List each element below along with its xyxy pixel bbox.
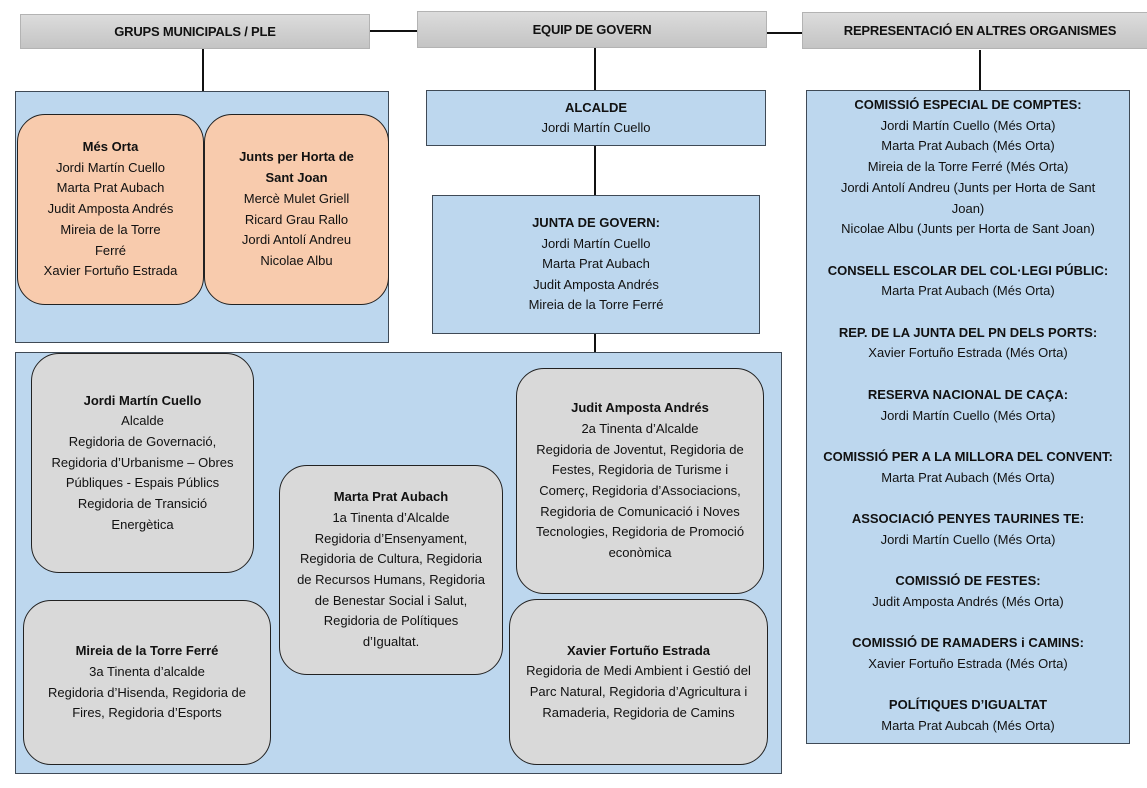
organism-title: COMISSIÓ PER A LA MILLORA DEL CONVENT:: [823, 448, 1113, 464]
group-card-mes-orta: Més Orta Jordi Martín Cuello Marta Prat …: [17, 114, 204, 305]
organism-title: CONSELL ESCOLAR DEL COL·LEGI PÚBLIC:: [827, 262, 1109, 278]
junta-member: Mireia de la Torre Ferré: [528, 297, 664, 313]
regidor-areas: Regidoria de Joventut, Regidoria de Fest…: [535, 441, 745, 561]
regidor-card-mireia: Mireia de la Torre Ferré 3a Tinenta d’al…: [23, 600, 271, 765]
regidor-areas: Regidoria de Transició Energètica: [77, 496, 208, 532]
regidor-name: Marta Prat Aubach: [333, 489, 449, 505]
group-member: Jordi Martín Cuello: [55, 159, 166, 175]
regidor-role: 1a Tinenta d’Alcalde: [332, 509, 450, 525]
group-member: Xavier Fortuño Estrada: [43, 263, 178, 279]
header-representacio: REPRESENTACIÓ EN ALTRES ORGANISMES: [802, 12, 1147, 49]
organism-title: ASSOCIACIÓ PENYES TAURINES TE:: [851, 510, 1085, 526]
group-member: Jordi Antolí Andreu: [241, 232, 352, 248]
connector-alcalde-junta: [594, 146, 596, 195]
group-member: Mireia de la Torre Ferré: [60, 221, 161, 258]
organism-member: Jordi Antolí Andreu (Junts per Horta de …: [840, 179, 1096, 216]
regidor-card-marta: Marta Prat Aubach 1a Tinenta d’Alcalde R…: [279, 465, 503, 675]
alcalde-title: ALCALDE: [564, 99, 628, 115]
regidor-name: Xavier Fortuño Estrada: [566, 642, 711, 658]
organism-group: COMISSIÓ PER A LA MILLORA DEL CONVENT: M…: [807, 447, 1129, 488]
organism-member: Jordi Martín Cuello (Més Orta): [880, 117, 1056, 133]
connector-grups-down: [202, 49, 204, 91]
regidor-areas: Regidoria d’Ensenyament, Regidoria de Cu…: [297, 530, 485, 650]
regidor-role: 3a Tinenta d’alcalde: [89, 663, 205, 679]
grups-municipals-panel: Més Orta Jordi Martín Cuello Marta Prat …: [15, 91, 389, 343]
header-grups-municipals: GRUPS MUNICIPALS / PLE: [20, 14, 370, 49]
organism-member: Xavier Fortuño Estrada (Més Orta): [868, 655, 1068, 671]
regidor-card-jordi: Jordi Martín Cuello Alcalde Regidoria de…: [31, 353, 254, 573]
header-equip-govern: EQUIP DE GOVERN: [417, 11, 767, 48]
organism-title: COMISSIÓ DE RAMADERS i CAMINS:: [852, 635, 1084, 651]
group-card-junts: Junts per Horta de Sant Joan Mercè Mulet…: [204, 114, 389, 305]
regidor-name: Jordi Martín Cuello: [83, 392, 202, 408]
organism-group: REP. DE LA JUNTA DEL PN DELS PORTS: Xavi…: [807, 323, 1129, 364]
organism-group: CONSELL ESCOLAR DEL COL·LEGI PÚBLIC: Mar…: [807, 261, 1129, 302]
organism-member: Xavier Fortuño Estrada (Més Orta): [868, 345, 1068, 361]
group-name: Junts per Horta de Sant Joan: [239, 149, 354, 186]
organism-member: Marta Prat Aubcah (Més Orta): [881, 717, 1055, 733]
organism-group: COMISSIÓ DE FESTES: Judit Amposta Andrés…: [807, 571, 1129, 612]
connector-equip-down: [594, 48, 596, 90]
group-name: Més Orta: [82, 139, 139, 155]
organism-group: RESERVA NACIONAL DE CAÇA: Jordi Martín C…: [807, 385, 1129, 426]
connector-header-left: [370, 30, 418, 32]
organism-group: COMISSIÓ ESPECIAL DE COMPTES: Jordi Mart…: [807, 95, 1129, 240]
organism-title: COMISSIÓ ESPECIAL DE COMPTES:: [854, 97, 1082, 112]
junta-member: Jordi Martín Cuello: [541, 235, 651, 251]
regidor-name: Judit Amposta Andrés: [571, 400, 709, 416]
regidor-areas: Regidoria de Medi Ambient i Gestió del P…: [526, 663, 751, 720]
group-member: Marta Prat Aubach: [56, 180, 165, 196]
regidor-name: Mireia de la Torre Ferré: [75, 643, 219, 659]
organism-title: POLÍTIQUES D’IGUALTAT: [888, 697, 1048, 713]
organism-group: ASSOCIACIÓ PENYES TAURINES TE: Jordi Mar…: [807, 509, 1129, 550]
regidor-areas: Regidoria de Governació, Regidoria d’Urb…: [51, 433, 234, 491]
organism-title: REP. DE LA JUNTA DEL PN DELS PORTS:: [838, 324, 1098, 340]
organism-member: Jordi Martín Cuello (Més Orta): [880, 407, 1056, 423]
connector-representacio-down: [979, 50, 981, 90]
organism-member: Marta Prat Aubach (Més Orta): [881, 283, 1055, 299]
alcalde-box: ALCALDE Jordi Martín Cuello: [426, 90, 766, 146]
organism-member: Judit Amposta Andrés (Més Orta): [872, 593, 1064, 609]
group-member: Judit Amposta Andrés: [47, 201, 174, 217]
regidor-role: 2a Tinenta d’Alcalde: [581, 420, 699, 436]
organism-member: Nicolae Albu (Junts per Horta de Sant Jo…: [841, 221, 1095, 237]
connector-junta-regidors: [594, 334, 596, 353]
group-member: Ricard Grau Rallo: [244, 211, 349, 227]
organism-member: Mireia de la Torre Ferré (Més Orta): [867, 159, 1069, 175]
representacio-panel: COMISSIÓ ESPECIAL DE COMPTES: Jordi Mart…: [806, 90, 1130, 744]
junta-member: Marta Prat Aubach: [542, 256, 650, 272]
organism-group: COMISSIÓ DE RAMADERS i CAMINS: Xavier Fo…: [807, 633, 1129, 674]
junta-govern-box: JUNTA DE GOVERN: Jordi Martín Cuello Mar…: [432, 195, 760, 334]
alcalde-name: Jordi Martín Cuello: [541, 120, 651, 135]
connector-header-right: [766, 32, 804, 34]
organism-title: RESERVA NACIONAL DE CAÇA:: [867, 386, 1069, 402]
organism-member: Marta Prat Aubach (Més Orta): [881, 469, 1055, 485]
junta-govern-title: JUNTA DE GOVERN:: [532, 215, 660, 231]
organism-member: Marta Prat Aubach (Més Orta): [881, 138, 1055, 154]
regidors-panel: Jordi Martín Cuello Alcalde Regidoria de…: [15, 352, 782, 774]
regidor-areas: Regidoria d’Hisenda, Regidoria de Fires,…: [47, 684, 246, 721]
organism-member: Jordi Martín Cuello (Més Orta): [880, 531, 1056, 547]
regidor-card-xavier: Xavier Fortuño Estrada Regidoria de Medi…: [509, 599, 768, 765]
group-member: Mercè Mulet Griell: [243, 190, 350, 206]
organism-title: COMISSIÓ DE FESTES:: [895, 573, 1041, 589]
organism-group: POLÍTIQUES D’IGUALTAT Marta Prat Aubcah …: [807, 695, 1129, 736]
regidor-card-judit: Judit Amposta Andrés 2a Tinenta d’Alcald…: [516, 368, 764, 594]
regidor-role: Alcalde: [121, 413, 164, 429]
junta-member: Judit Amposta Andrés: [533, 276, 659, 292]
group-member: Nicolae Albu: [260, 252, 333, 268]
